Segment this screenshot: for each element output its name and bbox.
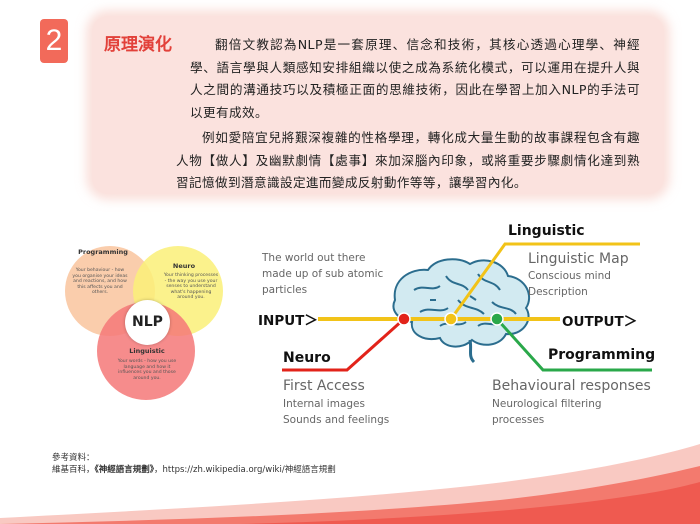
reference-source: 維基百科，《神經語言規劃》，https://zh.wikipedia.org/w…: [52, 464, 336, 476]
section-number-badge: 2: [40, 19, 68, 63]
programming-node: [490, 312, 504, 326]
reference-source-url[interactable]: ，https://zh.wikipedia.org/wiki/神經語言規劃: [154, 465, 336, 475]
neuro-label: Neuro: [283, 350, 331, 366]
section-title: 原理演化: [104, 35, 172, 55]
neuro-sub-1: Internal images: [283, 398, 365, 410]
programming-sub-1: Neurological filtering: [492, 398, 602, 410]
venn-linguistic-title: Linguistic: [129, 347, 165, 355]
behavioural-label: Behavioural responses: [492, 378, 651, 394]
reference-label: 參考資料：: [52, 453, 95, 463]
paragraph-1: 翻倍文教認為NLP是一套原理、信念和技術，其核心透過心理學、神經學、語言學與人類…: [190, 37, 640, 120]
nlp-venn-diagram: Programming Your behaviour - how you org…: [55, 240, 240, 415]
world-text-2: made up of sub atomic: [262, 268, 384, 280]
linguistic-node: [444, 312, 458, 326]
output-label: OUTPUT＞: [562, 314, 638, 330]
venn-programming-title: Programming: [78, 248, 128, 256]
venn-linguistic-text: Your words - how you use language and ho…: [117, 359, 177, 381]
principle-card: [92, 16, 664, 194]
venn-neuro-text: Your thinking processes - the way you us…: [163, 273, 219, 301]
neuro-connector: [282, 317, 406, 372]
venn-center-nlp: NLP: [125, 300, 170, 345]
reference-block: 參考資料： 維基百科，《神經語言規劃》，https://zh.wikipedia…: [52, 452, 336, 476]
brain-icon: [392, 258, 531, 364]
neuro-sub-2: Sounds and feelings: [283, 414, 390, 426]
linguistic-label: Linguistic: [508, 223, 585, 239]
venn-neuro-title: Neuro: [172, 262, 196, 270]
first-access-label: First Access: [283, 378, 365, 394]
reference-source-title: 《神經語言規劃》: [94, 465, 155, 475]
world-text-1: The world out there: [262, 252, 366, 264]
programming-label: Programming: [548, 347, 656, 363]
linguistic-sub-2: Description: [528, 286, 588, 298]
paragraph-2: 例如愛陪宜兒將艱深複雜的性格學理，轉化成大量生動的故事課程包含有趣人物【做人】及…: [176, 130, 640, 190]
world-text-3: particles: [262, 284, 308, 296]
input-label: INPUT＞: [258, 313, 318, 329]
programming-connector: [495, 317, 652, 372]
reference-source-prefix: 維基百科，: [52, 465, 95, 475]
bottom-wave-decoration: [0, 444, 700, 524]
linguistic-sub-1: Conscious mind: [528, 270, 611, 282]
linguistic-map-label: Linguistic Map: [528, 251, 629, 267]
neuro-node: [397, 312, 411, 326]
programming-sub-2: processes: [492, 414, 545, 426]
linguistic-connector: [449, 242, 640, 320]
venn-programming-text: Your behaviour - how you organise your i…: [72, 268, 128, 296]
